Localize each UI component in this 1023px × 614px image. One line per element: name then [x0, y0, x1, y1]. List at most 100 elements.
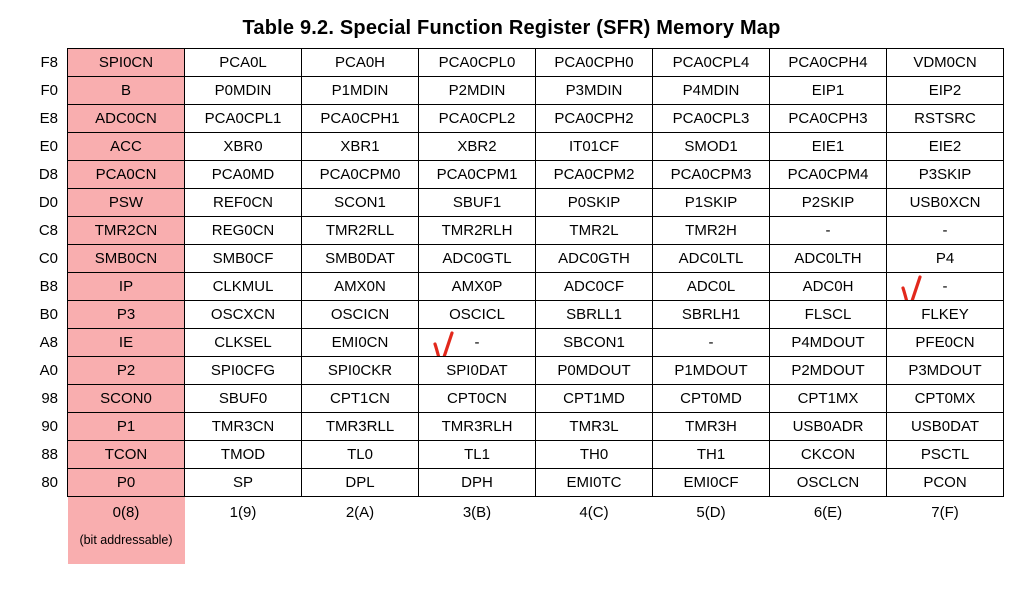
column-offset-label: 1(9)	[229, 504, 257, 521]
register-cell: REF0CN	[184, 188, 302, 217]
register-cell: P2MDOUT	[769, 356, 887, 385]
bit-addressable-register-cell: ADC0CN	[67, 104, 185, 133]
register-cell: IT01CF	[535, 132, 653, 161]
register-cell: EIE2	[886, 132, 1004, 161]
register-cell: FLSCL	[769, 300, 887, 329]
register-cell: OSCLCN	[769, 468, 887, 497]
row-address-label: E8	[39, 110, 58, 127]
row-address-label: F8	[40, 54, 58, 71]
register-cell: USB0ADR	[769, 412, 887, 441]
register-cell: SBCON1	[535, 328, 653, 357]
register-cell: PCA0CPM2	[535, 160, 653, 189]
page-title: Table 9.2. Special Function Register (SF…	[242, 17, 781, 39]
register-cell: P3SKIP	[886, 160, 1004, 189]
row-address-label: F0	[40, 82, 58, 99]
bit-addressable-register-cell: P0	[67, 468, 185, 497]
register-cell: TMOD	[184, 440, 302, 469]
register-cell: PCA0H	[301, 48, 419, 77]
register-cell: TL1	[418, 440, 536, 469]
register-cell: PCA0CPH2	[535, 104, 653, 133]
column-offset-text: 0(8)	[112, 504, 140, 521]
register-cell: SMOD1	[652, 132, 770, 161]
register-cell: CPT1MX	[769, 384, 887, 413]
row-address-label: D0	[38, 194, 58, 211]
row-address-label: 98	[41, 390, 58, 407]
register-cell: SBUF0	[184, 384, 302, 413]
column-offset-label: 6(E)	[813, 504, 843, 521]
bit-addressable-register-cell: B	[67, 76, 185, 105]
register-cell: TMR3RLH	[418, 412, 536, 441]
bit-addressable-note: (bit addressable)	[79, 533, 173, 547]
bit-addressable-register-cell: TMR2CN	[67, 216, 185, 245]
register-cell: SMB0DAT	[301, 244, 419, 273]
register-cell: REG0CN	[184, 216, 302, 245]
register-cell: SPI0CKR	[301, 356, 419, 385]
register-cell: -	[652, 328, 770, 357]
register-cell: CPT0MD	[652, 384, 770, 413]
bit-addressable-register-cell: P2	[67, 356, 185, 385]
register-cell: -	[418, 328, 536, 357]
bit-addressable-register-cell: P1	[67, 412, 185, 441]
register-cell: PCA0CPM0	[301, 160, 419, 189]
register-cell-text: -	[942, 278, 948, 295]
red-checkmark-icon	[432, 330, 455, 356]
bit-addressable-register-cell: IE	[67, 328, 185, 357]
register-cell: P0MDIN	[184, 76, 302, 105]
register-cell: CPT1MD	[535, 384, 653, 413]
register-cell: PCA0MD	[184, 160, 302, 189]
register-cell: PCON	[886, 468, 1004, 497]
row-address-label: 88	[41, 446, 58, 463]
bit-addressable-register-cell: TCON	[67, 440, 185, 469]
register-cell: TL0	[301, 440, 419, 469]
register-cell: SCON1	[301, 188, 419, 217]
bit-addressable-register-cell: SMB0CN	[67, 244, 185, 273]
register-cell: PCA0CPH0	[535, 48, 653, 77]
register-cell: AMX0P	[418, 272, 536, 301]
red-checkmark-icon	[900, 274, 923, 300]
register-cell: XBR1	[301, 132, 419, 161]
row-address-label: E0	[39, 138, 58, 155]
register-cell: PCA0CPM3	[652, 160, 770, 189]
register-cell: PCA0CPH3	[769, 104, 887, 133]
bit-addressable-register-cell: SPI0CN	[67, 48, 185, 77]
register-cell: PCA0CPH1	[301, 104, 419, 133]
register-cell: EIP1	[769, 76, 887, 105]
register-cell: TMR2RLH	[418, 216, 536, 245]
register-cell: PCA0CPL1	[184, 104, 302, 133]
register-cell: SBUF1	[418, 188, 536, 217]
column-offset-label: 2(A)	[345, 504, 375, 521]
register-cell: ADC0LTH	[769, 244, 887, 273]
bit-addressable-register-cell: IP	[67, 272, 185, 301]
register-cell: XBR0	[184, 132, 302, 161]
register-cell: OSCXCN	[184, 300, 302, 329]
register-cell: TMR2L	[535, 216, 653, 245]
register-cell: PCA0CPM1	[418, 160, 536, 189]
column-offset-label: 7(F)	[931, 504, 959, 521]
row-address-label: B8	[39, 278, 58, 295]
register-cell: P4	[886, 244, 1004, 273]
register-cell: TMR3CN	[184, 412, 302, 441]
register-cell: SMB0CF	[184, 244, 302, 273]
register-cell: P4MDOUT	[769, 328, 887, 357]
register-cell: PSCTL	[886, 440, 1004, 469]
register-cell: PCA0CPL4	[652, 48, 770, 77]
register-cell: -	[886, 272, 1004, 301]
register-cell: SPI0CFG	[184, 356, 302, 385]
register-cell: OSCICN	[301, 300, 419, 329]
row-address-label	[1, 497, 68, 565]
register-cell: ADC0CF	[535, 272, 653, 301]
register-cell: P0SKIP	[535, 188, 653, 217]
row-address-label: 90	[41, 418, 58, 435]
